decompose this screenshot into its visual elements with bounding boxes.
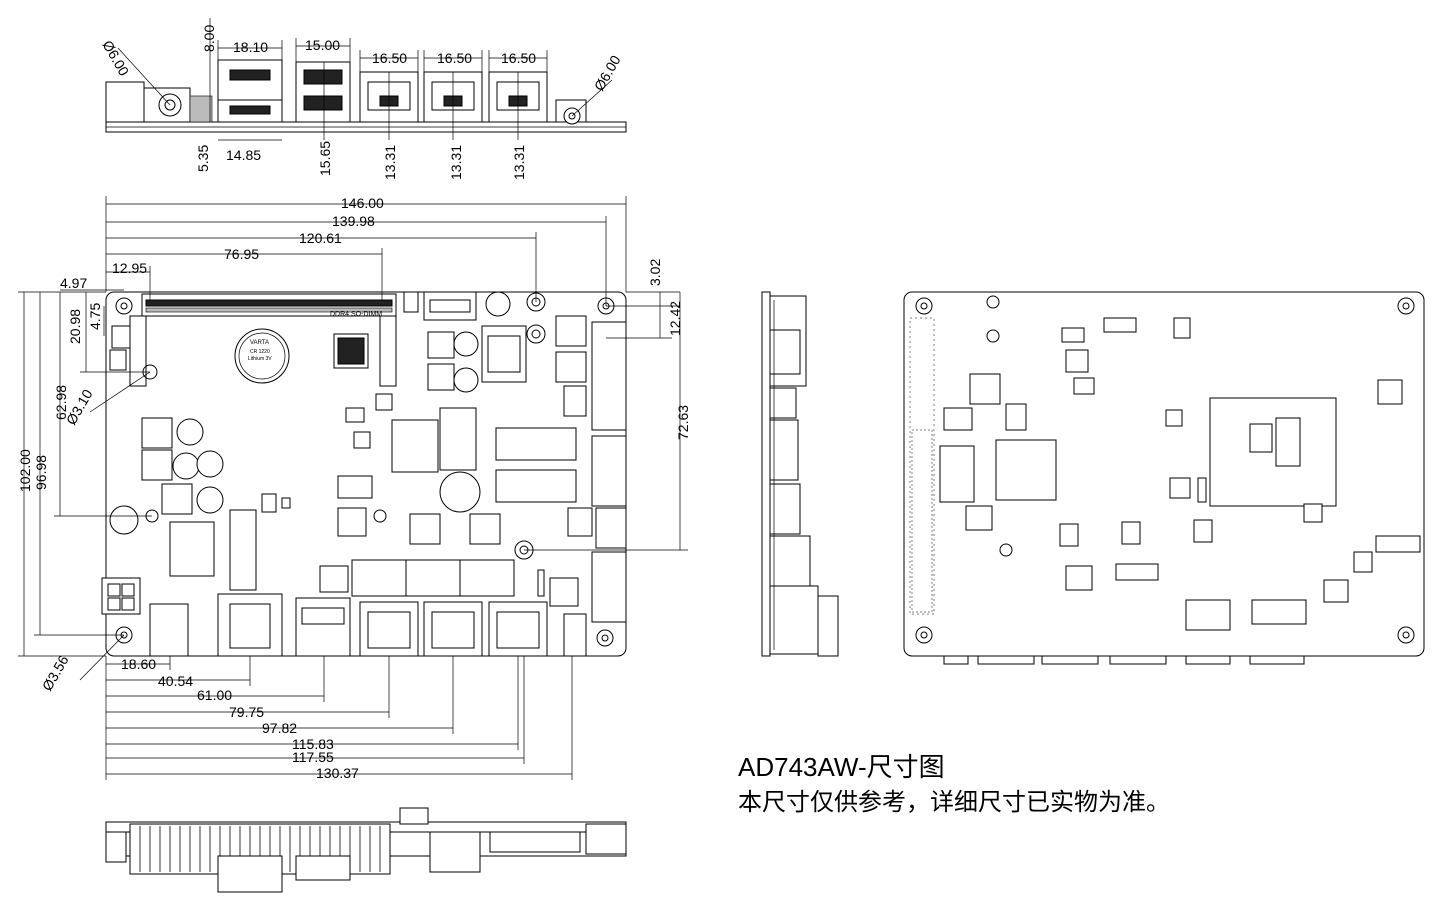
dim-lan2-width: 16.50: [437, 50, 472, 66]
dim-79-75: 79.75: [229, 704, 264, 720]
sim-slot: [481, 325, 527, 383]
standoff-2: [526, 324, 546, 344]
dim-12-95: 12.95: [112, 260, 147, 276]
dim-hole-3-56: Ø3.56: [39, 652, 72, 693]
dim-117-55: 117.55: [292, 749, 334, 765]
mounting-hole-bottom-right: [596, 629, 614, 647]
bottom-conn-1: [1185, 599, 1231, 631]
dim-18-60: 18.60: [121, 656, 156, 672]
chip-left: [169, 521, 215, 577]
dim-62-98: 62.98: [53, 385, 69, 420]
drawing-title: AD743AW-尺寸图: [738, 752, 945, 782]
battery-brand: VARTA: [250, 340, 269, 346]
dim-height-102: 102.00: [17, 449, 33, 492]
dim-97-82: 97.82: [262, 720, 297, 736]
cpu-package: [1209, 397, 1337, 507]
bottom-conn-2: [1251, 599, 1307, 625]
mounting-hole-top-left: [115, 297, 133, 315]
dim-usb-width: 18.10: [233, 39, 268, 55]
drawing-note: 本尺寸仅供参考，详细尺寸已实物为准。: [738, 788, 1170, 816]
bottom-via-grid: [909, 317, 935, 615]
dim-96-98: 96.98: [33, 455, 49, 490]
dp-top: [295, 597, 351, 657]
m2-slot-vertical: [229, 509, 257, 591]
side-view: [761, 291, 839, 657]
audio-jack-top: [563, 613, 587, 657]
dc-jack: [105, 81, 145, 123]
lan-top-1: [359, 601, 419, 657]
sata-connector: [423, 291, 477, 321]
m2-slot-1: [495, 427, 577, 461]
chip-bottom: [995, 439, 1057, 501]
usb-hdmi-top: [217, 593, 283, 657]
dim-139-98: 139.98: [332, 213, 375, 229]
front-io-view: 18.10 15.00 16.50 16.50 16.50 8.00 Ø6.00…: [99, 18, 627, 180]
sodimm-label: DDR4 SO-DIMM: [330, 311, 382, 318]
side-pcb: [761, 291, 771, 657]
dim-120-61: 120.61: [299, 230, 342, 246]
dim-lan3-height: 13.31: [511, 145, 527, 180]
dim-12-42: 12.42: [667, 301, 683, 336]
dim-audio-diameter: Ø6.00: [591, 52, 624, 93]
dim-76-95: 76.95: [224, 246, 259, 262]
dim-usb-top: 8.00: [201, 25, 217, 52]
m2-slot-2: [495, 469, 577, 503]
dim-72-63: 72.63: [675, 405, 691, 440]
dim-40-54: 40.54: [158, 673, 193, 689]
dim-4-97: 4.97: [60, 275, 87, 291]
lan-port-front-2: [423, 71, 483, 123]
dim-61: 61.00: [197, 687, 232, 703]
battery-spec: Lithium 3V: [248, 356, 272, 362]
dim-lan2-height: 13.31: [448, 145, 464, 180]
sodimm-slot: DDR4 SO-DIMM: [129, 293, 397, 387]
dim-dp-height: 15.65: [317, 141, 333, 176]
rtc-battery: VARTA CR 1220 Lithium 3V: [234, 328, 290, 384]
dim-3-02: 3.02: [647, 259, 663, 286]
dim-4-75: 4.75: [87, 303, 103, 330]
dim-dc-height: 5.35: [195, 145, 211, 172]
chip-pch: [391, 419, 439, 473]
dim-dp-width: 15.00: [305, 37, 340, 53]
bottom-board-view: [903, 291, 1425, 665]
lan-top-3: [488, 601, 548, 657]
edge-view: [105, 807, 627, 893]
dim-115-83: 115.83: [292, 736, 334, 752]
top-board-view: DDR4 SO-DIMM: [17, 195, 691, 781]
dim-width-146: 146.00: [341, 195, 384, 211]
dim-20-98: 20.98: [67, 309, 83, 344]
battery-model: CR 1220: [250, 349, 270, 355]
dc-jack-top: [149, 603, 189, 657]
dim-hdmi-width: 14.85: [226, 147, 261, 163]
dim-lan3-width: 16.50: [501, 50, 536, 66]
dim-lan1-width: 16.50: [372, 50, 407, 66]
dim-lan1-height: 13.31: [382, 145, 398, 180]
lan-top-2: [423, 601, 483, 657]
dim-130-37: 130.37: [316, 765, 359, 781]
inductor-large: [439, 471, 481, 513]
gpio-header: [567, 321, 627, 623]
caption: AD743AW-尺寸图 本尺寸仅供参考，详细尺寸已实物为准。: [738, 750, 1170, 820]
